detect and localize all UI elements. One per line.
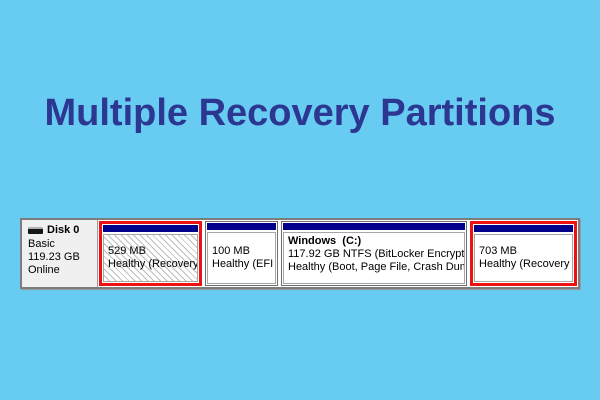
partition-body: Windows (C:) 117.92 GB NTFS (BitLocker E… — [283, 232, 465, 284]
page-title: Multiple Recovery Partitions — [44, 92, 556, 134]
partition-status: Healthy (Recovery Parti — [108, 258, 198, 270]
partition-status: Healthy (Recovery Partiti — [479, 258, 570, 270]
hard-disk-icon — [28, 227, 43, 234]
partition-color-strip — [474, 225, 573, 232]
partition-size: 529 MB — [108, 245, 146, 257]
partition-color-strip — [283, 223, 465, 230]
partition-recovery-2[interactable]: 703 MB Healthy (Recovery Partiti — [470, 221, 577, 286]
disk-type: Basic — [28, 238, 55, 250]
disk-name: Disk 0 — [47, 224, 80, 236]
disk-management-graph: Disk 0 Basic 119.23 GB Online 529 MB Hea… — [20, 218, 580, 289]
partition-size: 100 MB — [212, 245, 250, 257]
partition-efi[interactable]: 100 MB Healthy (EFI Syst — [205, 221, 278, 286]
partition-body: 703 MB Healthy (Recovery Partiti — [474, 234, 573, 282]
disk-info-panel[interactable]: Disk 0 Basic 119.23 GB Online — [22, 220, 98, 287]
partition-track: 529 MB Healthy (Recovery Parti 100 MB He… — [98, 220, 578, 287]
partition-recovery-1[interactable]: 529 MB Healthy (Recovery Parti — [99, 221, 202, 286]
partition-color-strip — [103, 225, 198, 232]
disk-status: Online — [28, 264, 60, 276]
partition-body: 529 MB Healthy (Recovery Parti — [103, 234, 198, 282]
partition-status: Healthy (EFI Syst — [212, 258, 274, 270]
partition-size: 703 MB — [479, 245, 517, 257]
disk-header: Disk 0 — [28, 224, 93, 237]
partition-windows-c[interactable]: Windows (C:) 117.92 GB NTFS (BitLocker E… — [281, 221, 467, 286]
partition-status: Healthy (Boot, Page File, Crash Dump, Pr… — [288, 261, 464, 273]
partition-size: 117.92 GB NTFS (BitLocker Encrypted) — [288, 248, 465, 260]
partition-name: Windows (C:) — [288, 235, 362, 247]
disk-size: 119.23 GB — [28, 251, 80, 263]
partition-color-strip — [207, 223, 276, 230]
partition-body: 100 MB Healthy (EFI Syst — [207, 232, 276, 284]
